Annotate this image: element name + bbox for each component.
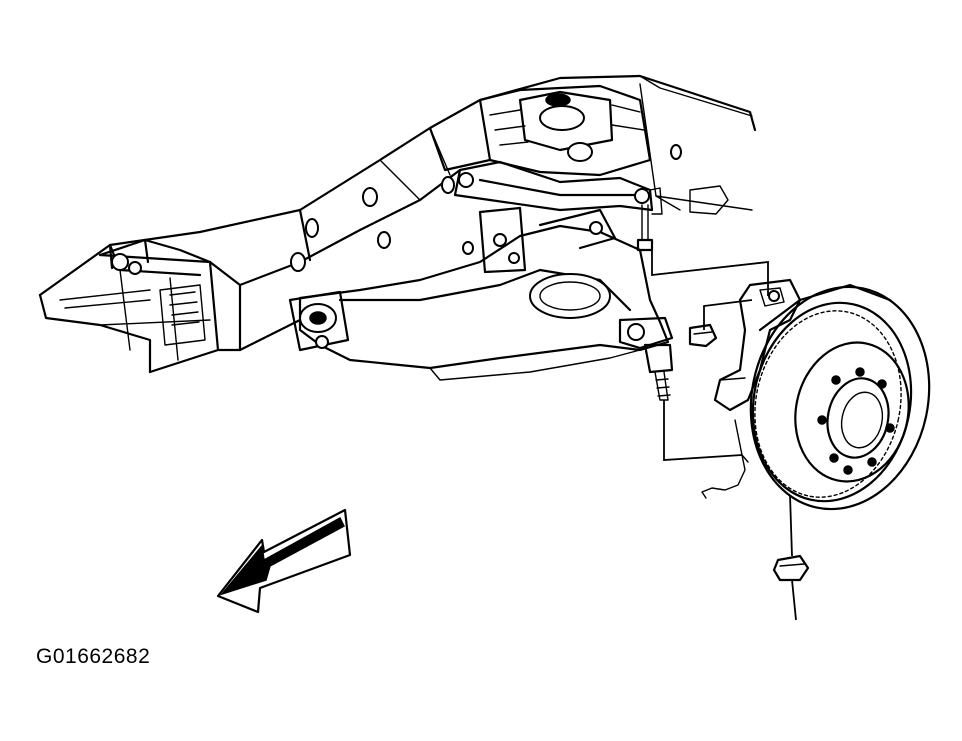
knuckle-nut (688, 323, 718, 348)
speed-sensor-wire (701, 419, 749, 499)
frame-bushing (98, 238, 212, 346)
lower-control-arm (298, 206, 670, 381)
steering-knuckle (713, 278, 802, 412)
direction-arrow (216, 508, 352, 614)
leader-lines (651, 250, 797, 621)
upper-control-arm (453, 160, 663, 252)
shock-tower (428, 84, 652, 177)
lower-nut (772, 554, 810, 582)
wheel-studs (817, 367, 895, 475)
figure-id-label: G01662682 (36, 645, 151, 668)
brake-rotor (749, 283, 931, 511)
lower-arm-bushing (288, 290, 350, 352)
frame-holes (290, 144, 682, 272)
lower-ball-joint (618, 316, 674, 401)
